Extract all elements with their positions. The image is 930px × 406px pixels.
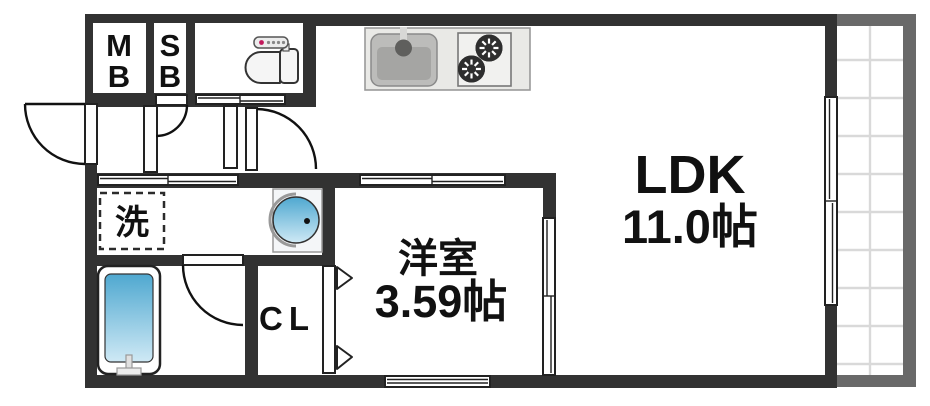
kitchen-sink-icon [370, 27, 438, 87]
wash-basin-icon [268, 188, 323, 253]
washing-machine-space-icon [98, 191, 166, 251]
shaft-box-label-line1: S [160, 28, 181, 63]
toilet-sliding-door-icon [195, 94, 286, 105]
ldk-label: LDK [635, 145, 746, 205]
wall-western-room-left [322, 185, 335, 266]
laundry-space-label: 洗 [115, 204, 149, 242]
balcony-wall-top [837, 14, 916, 26]
balcony-wall-bottom [837, 375, 916, 387]
folding-closet-door-icon [322, 265, 353, 374]
western-room-ldk-sliding-door-icon [542, 217, 556, 376]
balcony-wall-right [903, 14, 916, 387]
wall-top [305, 14, 837, 26]
closet-label: CL [259, 300, 315, 337]
meter-box-label-line1: M [106, 28, 132, 63]
meter-box-room [93, 23, 146, 93]
hall-door-frame-post [223, 105, 238, 169]
western-room-bottom-window-icon [384, 375, 491, 388]
ldk-balcony-window-icon [824, 96, 838, 306]
western-room-label: 洋室 [398, 237, 478, 281]
entrance-door-swing-icon [23, 102, 98, 166]
ldk-size-label: 11.0帖 [622, 200, 758, 253]
toilet-icon [244, 36, 299, 84]
wall-bath-closet-divider [245, 266, 258, 375]
shaft-box-room [154, 23, 186, 93]
entrance-step-frame [143, 105, 158, 173]
hall-ldk-door-swing-icon [245, 107, 318, 171]
balcony [837, 14, 916, 387]
shaft-box-door-swing-icon [155, 94, 189, 138]
bathroom-door-swing-icon [181, 254, 244, 327]
gas-stove-icon [456, 32, 512, 87]
meter-box-label-line2: B [108, 59, 130, 94]
wall-western-room-right-stub [543, 173, 556, 218]
western-room-top-sliding-door-icon [359, 174, 506, 186]
kitchen-counter [364, 27, 531, 91]
western-room-size-label: 3.59帖 [375, 276, 508, 327]
bathtub-icon [96, 264, 162, 376]
washroom-sliding-door-icon [97, 174, 239, 186]
shaft-box-label-line2: B [159, 59, 181, 94]
balcony-tile-grid-icon [837, 26, 903, 375]
toilet-indicator-red-dot [259, 40, 264, 45]
